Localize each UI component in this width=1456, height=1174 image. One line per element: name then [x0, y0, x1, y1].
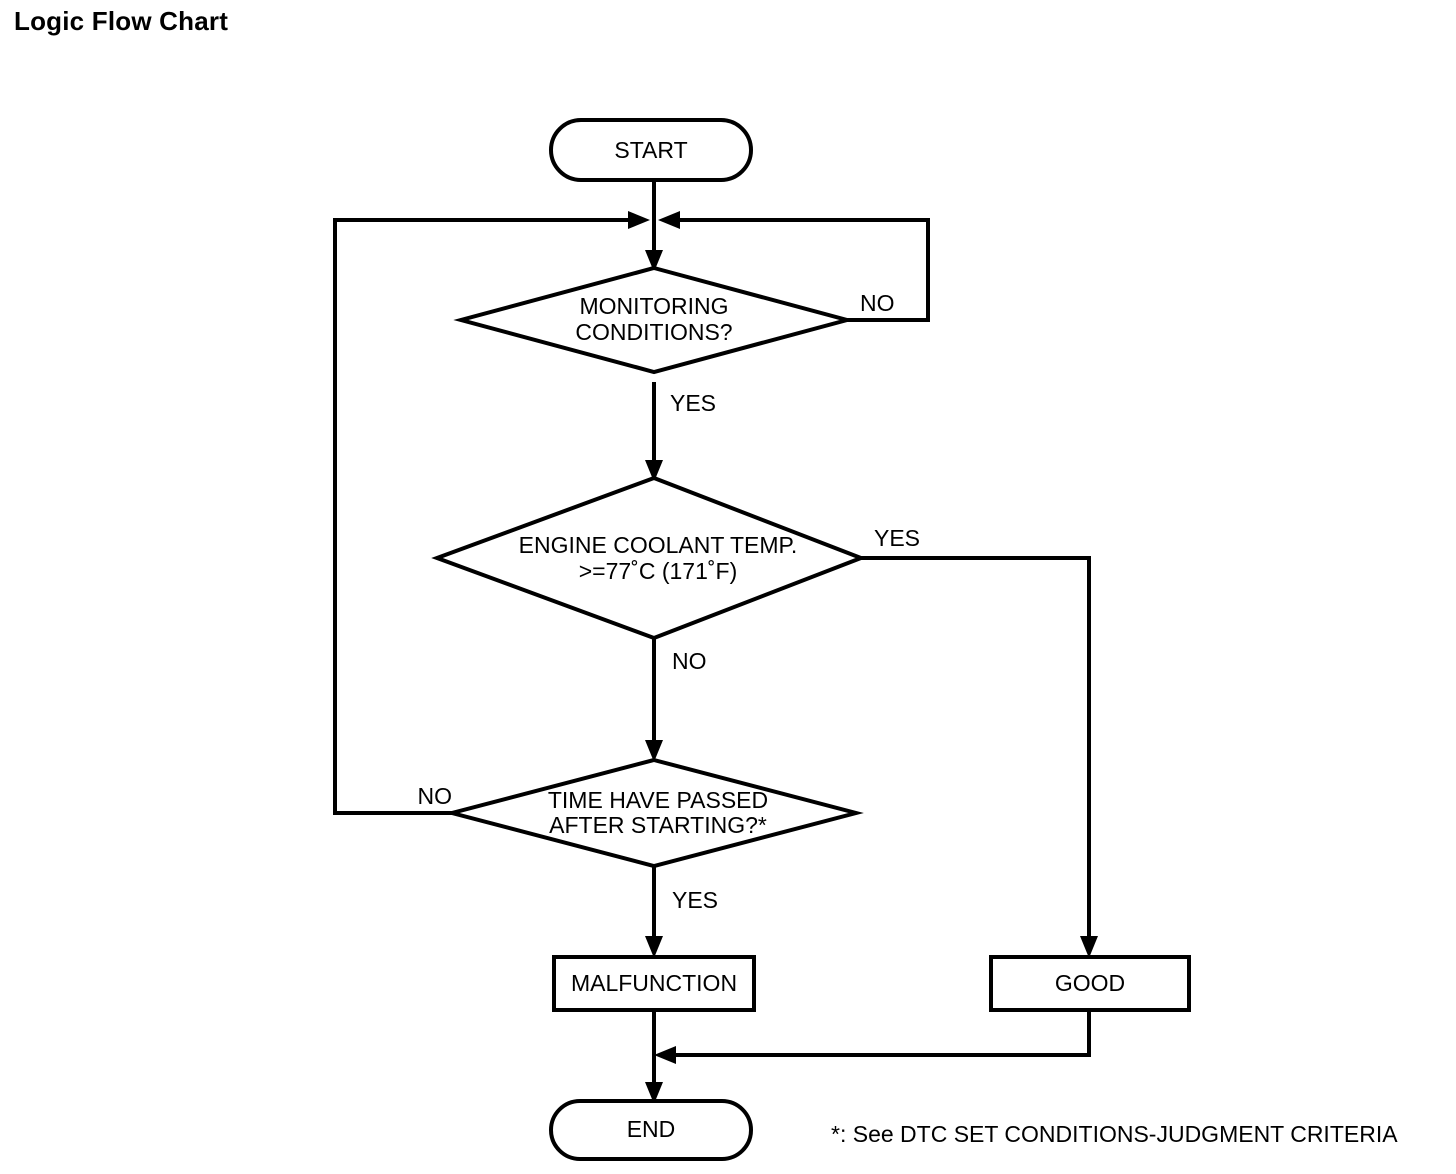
page-title: Logic Flow Chart [14, 6, 229, 36]
node-end[interactable] [549, 1099, 753, 1161]
node-time-label-line1: TIME HAVE PASSED [548, 787, 768, 813]
node-coolant-label-line1: ENGINE COOLANT TEMP. [519, 532, 798, 558]
edge-label-coolant-yes: YES [874, 525, 920, 551]
node-good-label: GOOD [1055, 970, 1125, 996]
arrowhead-time-no-into-junction [628, 211, 650, 229]
node-monitoring-conditions[interactable] [453, 265, 855, 375]
node-end-label: END [627, 1116, 676, 1142]
arrowhead-into-malfunction [645, 936, 663, 958]
node-malfunction-label: MALFUNCTION [571, 970, 737, 996]
edge-coolant-yes-to-good [861, 556, 1091, 944]
edge-monitoring-no-loop [672, 218, 930, 322]
node-monitoring-label-line1: MONITORING [579, 293, 728, 319]
arrowhead-into-end [645, 1082, 663, 1104]
edge-label-time-yes: YES [672, 887, 718, 913]
arrowhead-into-time [645, 740, 663, 762]
edge-label-monitoring-no: NO [860, 290, 895, 316]
node-coolant-label-line2: >=77˚C (171˚F) [579, 558, 738, 584]
node-malfunction[interactable] [552, 955, 756, 1012]
edge-time-no-loop [333, 218, 636, 815]
node-start-label: START [614, 137, 687, 163]
node-start[interactable] [549, 118, 753, 182]
arrowhead-into-good [1080, 936, 1098, 958]
node-engine-coolant-temp[interactable] [431, 475, 867, 641]
arrowhead-into-coolant [645, 460, 663, 482]
edge-label-time-no: NO [418, 783, 453, 809]
edge-label-coolant-no: NO [672, 648, 707, 674]
node-good[interactable] [989, 955, 1191, 1012]
node-monitoring-label-line2: CONDITIONS? [575, 319, 732, 345]
arrowhead-good-join [654, 1046, 676, 1064]
edge-good-to-end-join [668, 1010, 1091, 1057]
node-time-label-line2: AFTER STARTING?* [549, 812, 767, 838]
arrowhead-into-monitoring [645, 250, 663, 272]
node-time-have-passed[interactable] [444, 757, 864, 869]
edge-label-monitoring-yes: YES [670, 390, 716, 416]
footnote-dtc-criteria: *: See DTC SET CONDITIONS-JUDGMENT CRITE… [831, 1121, 1398, 1147]
arrowhead-monitoring-no-into-junction [658, 211, 680, 229]
